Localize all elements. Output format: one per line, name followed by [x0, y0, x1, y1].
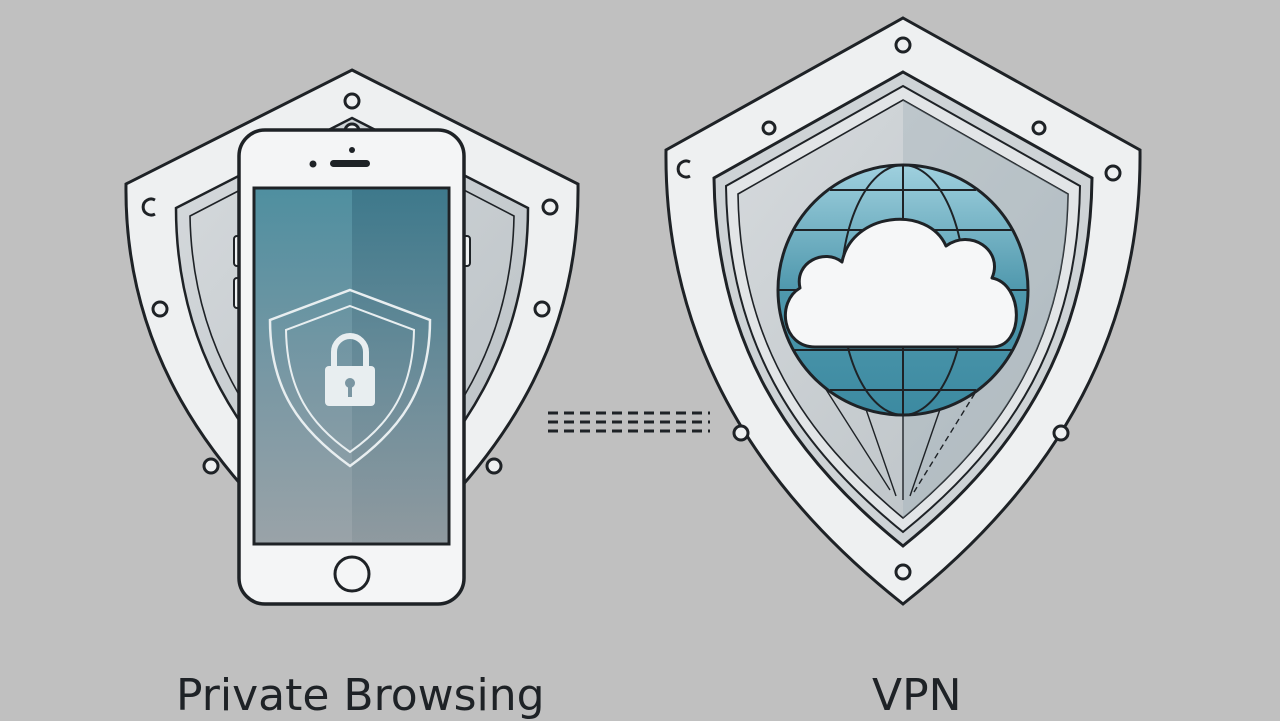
connection-line — [548, 411, 710, 433]
vpn-label: VPN — [872, 670, 962, 721]
screen-shield-icon — [268, 288, 432, 468]
padlock-icon — [325, 333, 375, 406]
private-browsing-label: Private Browsing — [176, 670, 545, 721]
cloud-icon — [784, 217, 1018, 349]
